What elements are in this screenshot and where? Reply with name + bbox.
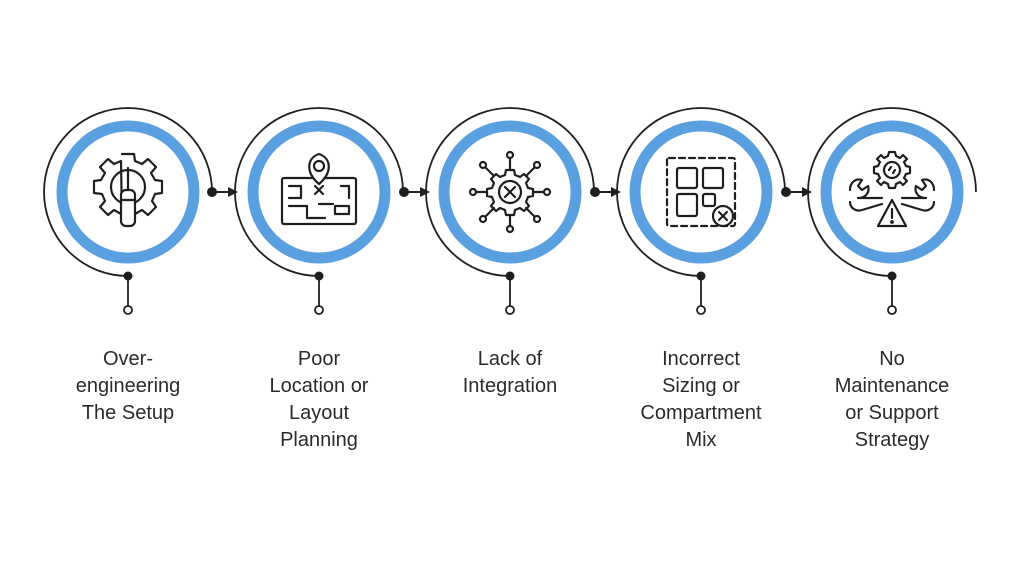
step-5 <box>807 107 977 315</box>
blue-ring <box>247 120 391 264</box>
map-pin-floorplan-icon <box>280 152 358 226</box>
outer-arc <box>807 107 977 277</box>
step-3-label: Lack of Integration <box>462 348 558 397</box>
outer-arc <box>43 107 213 277</box>
step-1 <box>43 107 213 315</box>
step-5-label: No Maintenance or Support Strategy <box>834 348 950 451</box>
step-1-label: Over- engineering The Setup <box>75 348 181 424</box>
connector-4-5 <box>781 187 812 197</box>
step-4-label: Incorrect Sizing or Compartment Mix <box>640 348 762 451</box>
wrench-gear-warning-icon <box>848 150 936 228</box>
connector-2-3 <box>399 187 430 197</box>
blue-ring <box>629 120 773 264</box>
outer-arc <box>616 107 786 277</box>
network-gear-x-icon <box>468 150 552 234</box>
step-3 <box>425 107 595 315</box>
outer-arc <box>234 107 404 277</box>
compartments-x-icon <box>665 156 737 228</box>
connector-3-4 <box>590 187 621 197</box>
gear-pen-icon <box>92 152 164 228</box>
outer-arc <box>425 107 595 277</box>
blue-ring <box>820 120 964 264</box>
step-2 <box>234 107 404 315</box>
step-4 <box>616 107 786 315</box>
step-2-label: Poor Location or Layout Planning <box>269 348 369 451</box>
